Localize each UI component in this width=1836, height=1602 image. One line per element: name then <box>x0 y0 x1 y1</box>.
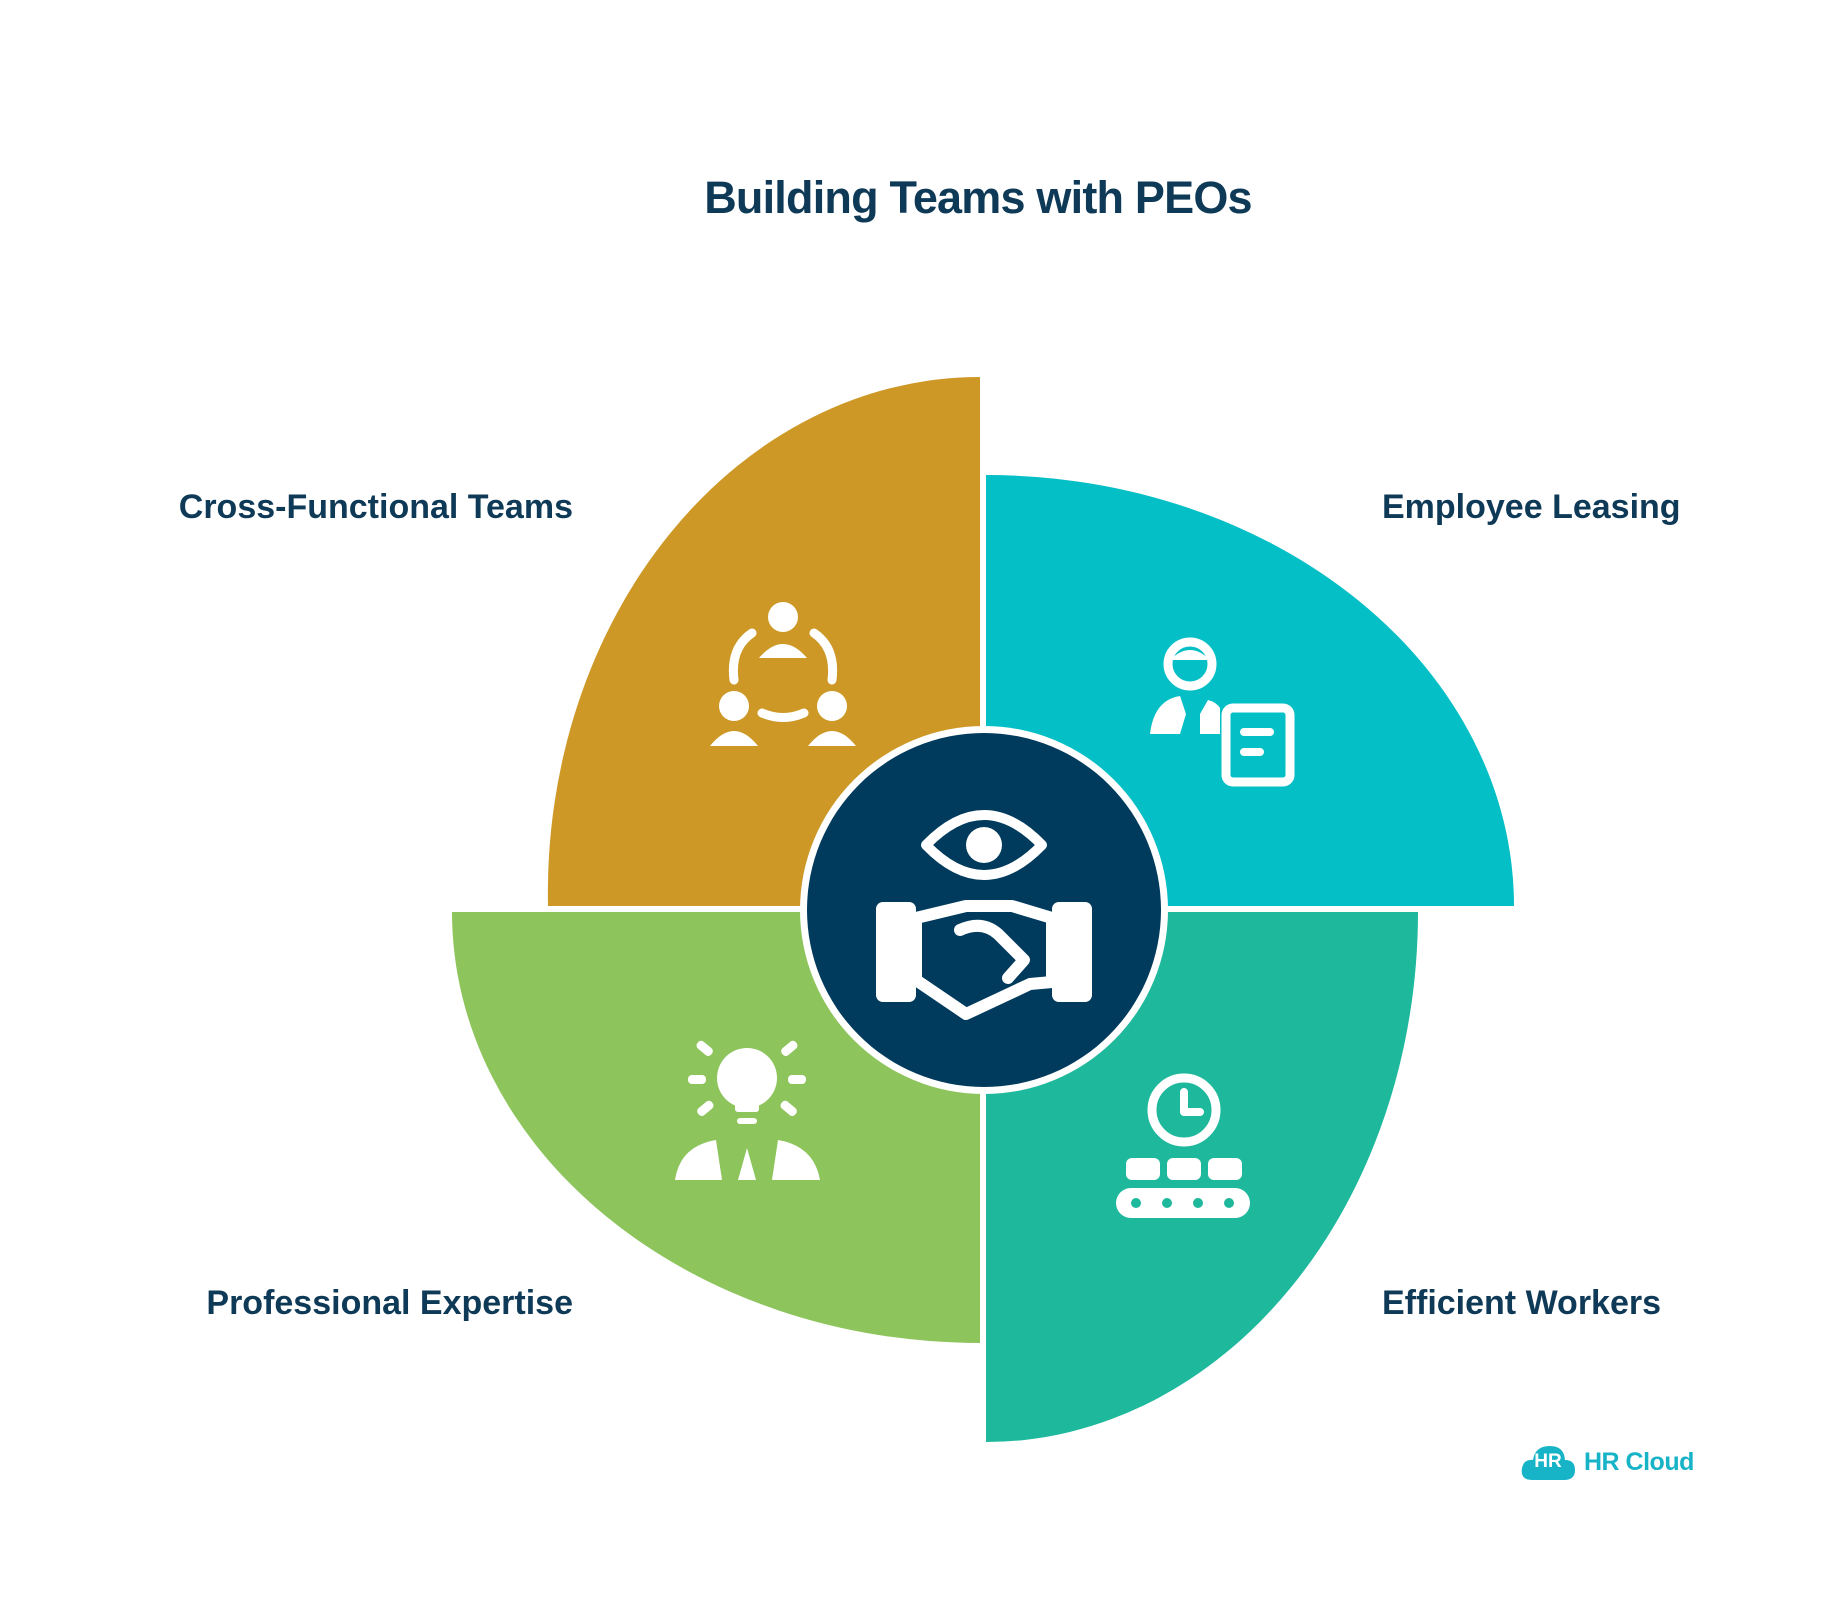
cloud-icon: HR <box>1520 1442 1576 1482</box>
label-employee-leasing: Employee Leasing <box>1382 488 1681 526</box>
hr-cloud-logo: HR HR Cloud <box>1520 1440 1694 1484</box>
label-professional-expertise: Professional Expertise <box>206 1284 573 1322</box>
diagram-title: Building Teams with PEOs <box>704 172 1252 223</box>
logo-badge: HR <box>1534 1451 1562 1472</box>
lightbulb-professional-icon <box>675 1040 820 1180</box>
handshake-eye-icon <box>876 810 1092 1020</box>
label-efficient-workers: Efficient Workers <box>1382 1284 1662 1322</box>
team-circle-icon <box>710 602 856 746</box>
logo-text: HR Cloud <box>1584 1447 1694 1476</box>
label-cross-functional-teams: Cross-Functional Teams <box>178 488 573 526</box>
employee-document-icon <box>1150 637 1295 787</box>
conveyor-clock-icon <box>1116 1073 1250 1218</box>
